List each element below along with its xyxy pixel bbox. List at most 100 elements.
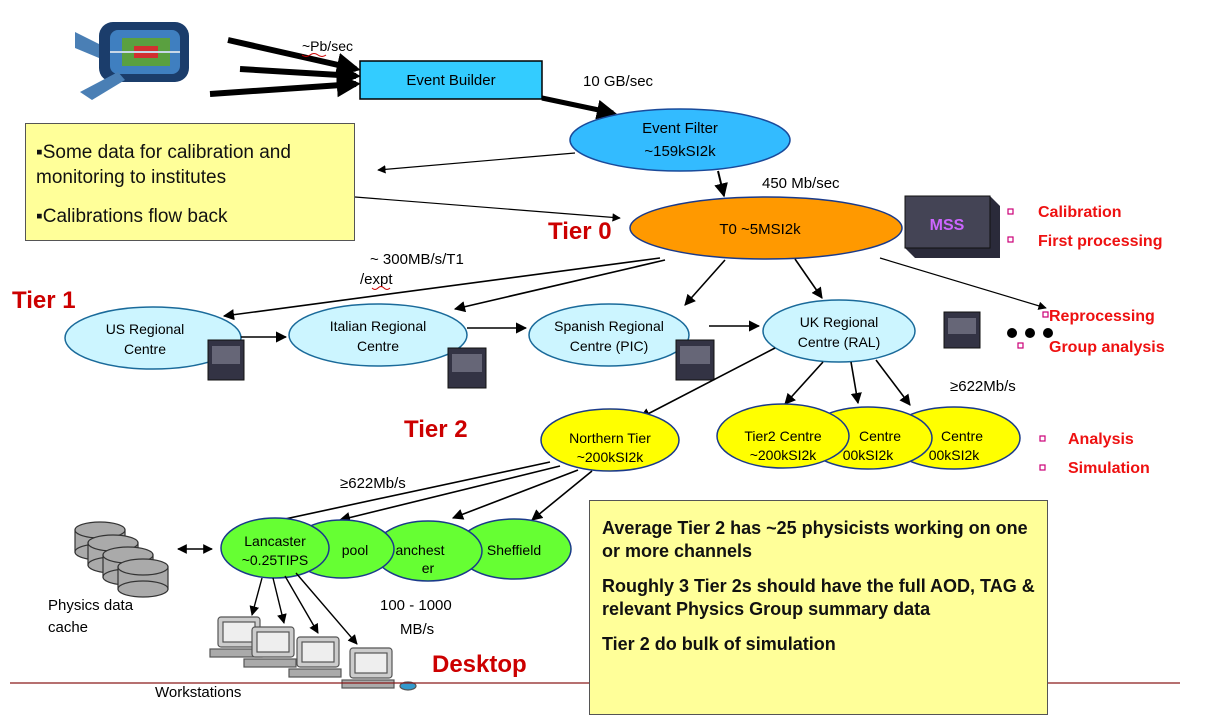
role-simulation: Simulation [1068, 460, 1150, 477]
lancaster-ws2-arrow [272, 577, 287, 624]
event-builder-box [359, 60, 543, 100]
workstation-icon [341, 647, 417, 691]
spanish-regional-node [528, 303, 690, 367]
northern-sheffield-arrow [531, 470, 593, 521]
northern-label-1: Northern Tier [569, 430, 651, 446]
ellipsis-dot [1025, 328, 1035, 338]
spanish-label-1: Spanish Regional [554, 318, 664, 334]
t0-spanish-arrow [684, 259, 726, 306]
role-group-analysis: Group analysis [1049, 339, 1165, 356]
uk-tier2a-arrow [784, 361, 824, 405]
manchester-label-1: anchest [395, 542, 444, 558]
tier2b-label-2: 00kSI2k [843, 447, 895, 463]
italian-label-1: Italian Regional [330, 318, 427, 334]
detector-arrow-1 [227, 37, 361, 77]
calibration-note-line2: ▪Calibrations flow back [36, 206, 228, 227]
uk-northern-arrow [639, 347, 776, 419]
lancaster-ws4-arrow [295, 572, 358, 645]
filter-note-arrow [377, 152, 576, 174]
rate-300-line2: /expt [360, 271, 393, 288]
calibration-note-line1: ▪Some data for calibration and monitorin… [36, 142, 291, 188]
manchester-label-2: er [422, 560, 435, 576]
event-builder-label: Event Builder [406, 72, 495, 89]
detector-arrow-3 [209, 73, 361, 98]
detector-image [75, 22, 189, 100]
t0-node [629, 196, 903, 260]
lancaster-label-2: ~0.25TIPS [242, 552, 309, 568]
event-filter-node [569, 108, 791, 172]
tier1-label: Tier 1 [12, 287, 76, 314]
tier2b-label-1: Centre [859, 428, 901, 444]
italian-regional-node [288, 303, 468, 367]
us-regional-node [64, 306, 242, 370]
mss-small-icon [943, 311, 981, 349]
calibration-note: ▪Some data for calibration and monitorin… [25, 123, 355, 241]
t0-uk-arrow [794, 258, 823, 299]
mss-storage-icon: MSS [904, 195, 1000, 258]
t0-us-arrow [222, 257, 661, 321]
rate-450: 450 Mb/sec [762, 175, 840, 192]
us-label-2: Centre [124, 341, 166, 357]
workstation-icon [243, 626, 297, 668]
ellipsis-dot [1043, 328, 1053, 338]
northern-label-2: ~200kSI2k [577, 449, 645, 465]
lancaster-ws1-arrow [249, 577, 263, 616]
rate-t1-t2: ≥622Mb/s [950, 378, 1016, 395]
builder-filter-arrow [541, 95, 617, 120]
bullet-icon [1007, 236, 1014, 243]
tier2a-label-2: ~200kSI2k [750, 447, 818, 463]
cache-label-2: cache [48, 619, 88, 636]
uk-label-1: UK Regional [800, 314, 879, 330]
northern-manchester-arrow [451, 469, 579, 520]
italian-label-2: Centre [357, 338, 399, 354]
event-filter-power: ~159kSI2k [644, 143, 716, 160]
rate-desktop-1: 100 - 1000 [380, 597, 452, 614]
tier0-label: Tier 0 [548, 218, 612, 245]
tier2-label: Tier 2 [404, 416, 468, 443]
rate-10gb: 10 GB/sec [583, 73, 654, 90]
detector-arrow-2 [239, 62, 361, 87]
bullet-icon [1042, 311, 1049, 318]
rate-desktop-2: MB/s [400, 621, 434, 638]
uk-regional-node [762, 299, 916, 363]
bullet-icon [1007, 208, 1014, 215]
desktop-label: Desktop [432, 651, 527, 678]
filter-t0-arrow [714, 170, 728, 198]
tier2c-label-1: Centre [941, 428, 983, 444]
workstations-label: Workstations [155, 684, 241, 701]
mss-label: MSS [930, 217, 965, 234]
northern-tier-node [540, 408, 680, 472]
ellipsis-dot [1007, 328, 1017, 338]
northern-liverpool-arrow [338, 465, 561, 524]
rate-t2-t3: ≥622Mb/s [340, 475, 406, 492]
role-calibration: Calibration [1038, 204, 1122, 221]
workstation-icon [288, 636, 342, 678]
uk-tier2b-arrow [850, 361, 862, 405]
tier2-summary-note: Average Tier 2 has ~25 physicists workin… [589, 500, 1048, 715]
rate-pb-sec: ~Pb/sec [302, 38, 353, 54]
tier2c-label-2: 00kSI2k [929, 447, 981, 463]
tier2a-label-1: Tier2 Centre [744, 428, 822, 444]
role-first-processing: First processing [1038, 233, 1162, 250]
spanish-label-2: Centre (PIC) [570, 338, 649, 354]
us-label-1: US Regional [106, 321, 185, 337]
cache-label-1: Physics data [48, 597, 134, 614]
rate-300-line1: ~ 300MB/s/T1 [370, 251, 464, 268]
physics-data-cache-icon [74, 521, 169, 598]
lancaster-label-1: Lancaster [244, 533, 306, 549]
northern-lancaster-arrow [241, 461, 551, 532]
lancaster-node [220, 517, 330, 579]
spell-underline [301, 53, 327, 57]
sheffield-label: Sheffield [487, 542, 541, 558]
t0-reprocessing-arrow [879, 257, 1047, 310]
event-filter-label: Event Filter [642, 120, 718, 137]
summary-paragraph-1: Average Tier 2 has ~25 physicists workin… [602, 518, 1028, 561]
tier2-centre-a-node [716, 403, 850, 469]
mss-small-icon [675, 339, 715, 381]
role-analysis: Analysis [1068, 431, 1134, 448]
t0-italian-arrow [453, 259, 666, 313]
summary-paragraph-3: Tier 2 do bulk of simulation [602, 634, 836, 654]
uk-tier2c-arrow [875, 359, 911, 406]
bullet-icon [1039, 464, 1046, 471]
